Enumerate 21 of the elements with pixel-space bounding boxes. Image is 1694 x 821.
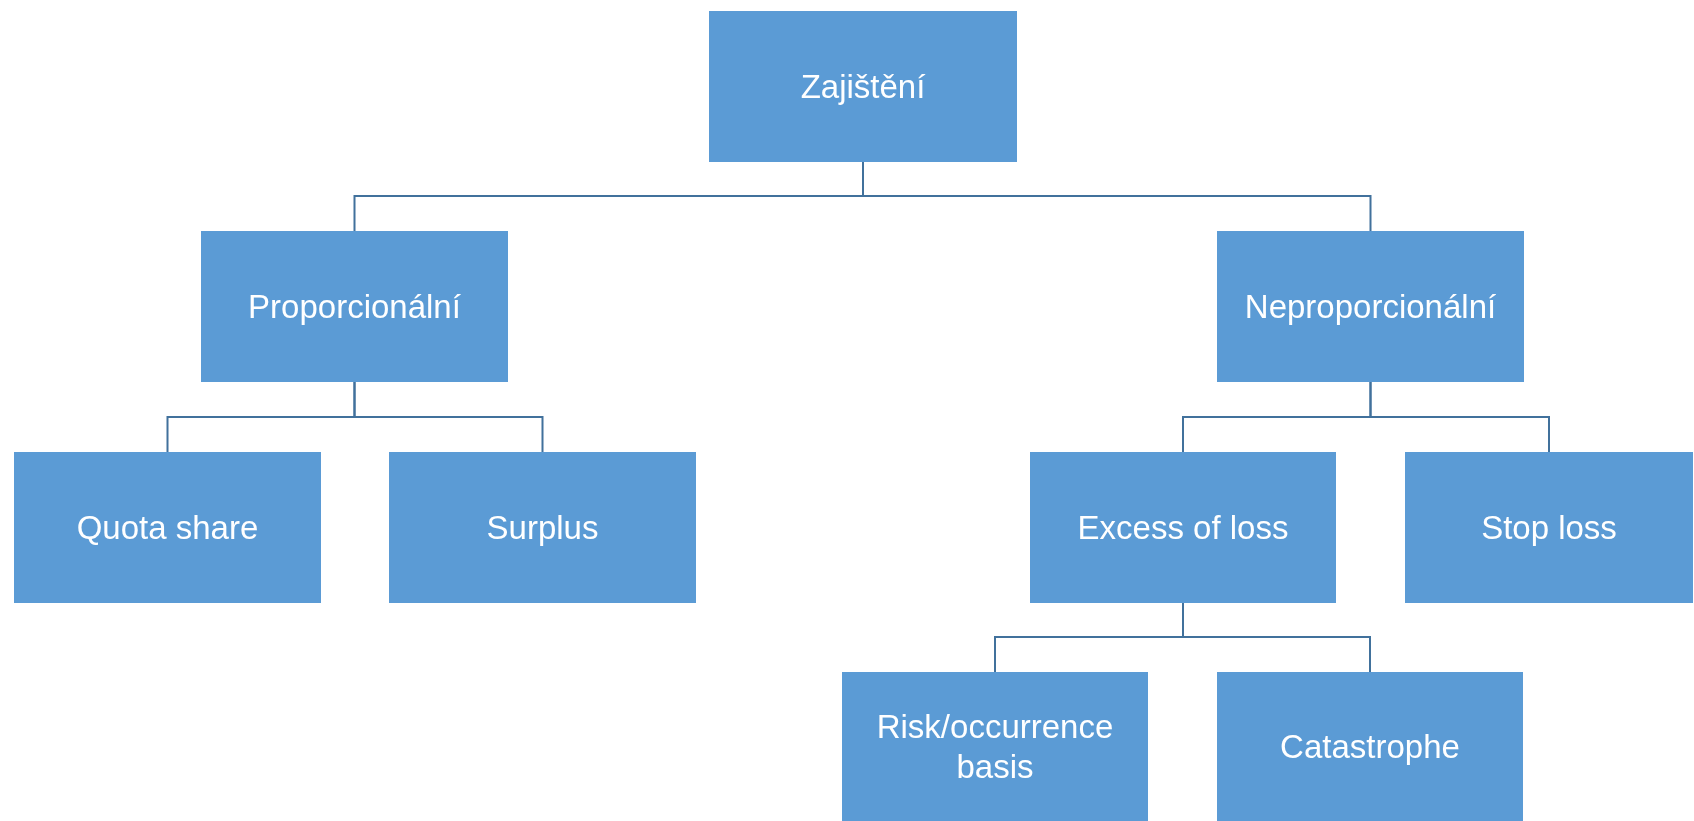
node-label: Stop loss: [1481, 507, 1617, 548]
node-label: Zajištění: [800, 66, 926, 107]
box: [14, 452, 321, 603]
box: [1030, 452, 1336, 603]
node-label: Neproporcionální: [1244, 286, 1497, 327]
box: [1217, 672, 1523, 821]
node-label: Excess of loss: [1077, 507, 1289, 548]
node-label: Proporcionální: [248, 286, 461, 327]
connector: [1182, 602, 1371, 673]
box: [842, 672, 1148, 821]
box: [201, 231, 508, 382]
box: [1405, 452, 1693, 603]
box: [1217, 231, 1524, 382]
connector: [353, 381, 544, 453]
node-label: Quota share: [76, 507, 259, 548]
box: [709, 11, 1017, 162]
node-label: Catastrophe: [1280, 726, 1460, 767]
connector: [1369, 381, 1550, 453]
box: [389, 452, 696, 603]
node-label: Risk/occurrence basis: [875, 706, 1115, 787]
node-label: Surplus: [486, 507, 599, 548]
